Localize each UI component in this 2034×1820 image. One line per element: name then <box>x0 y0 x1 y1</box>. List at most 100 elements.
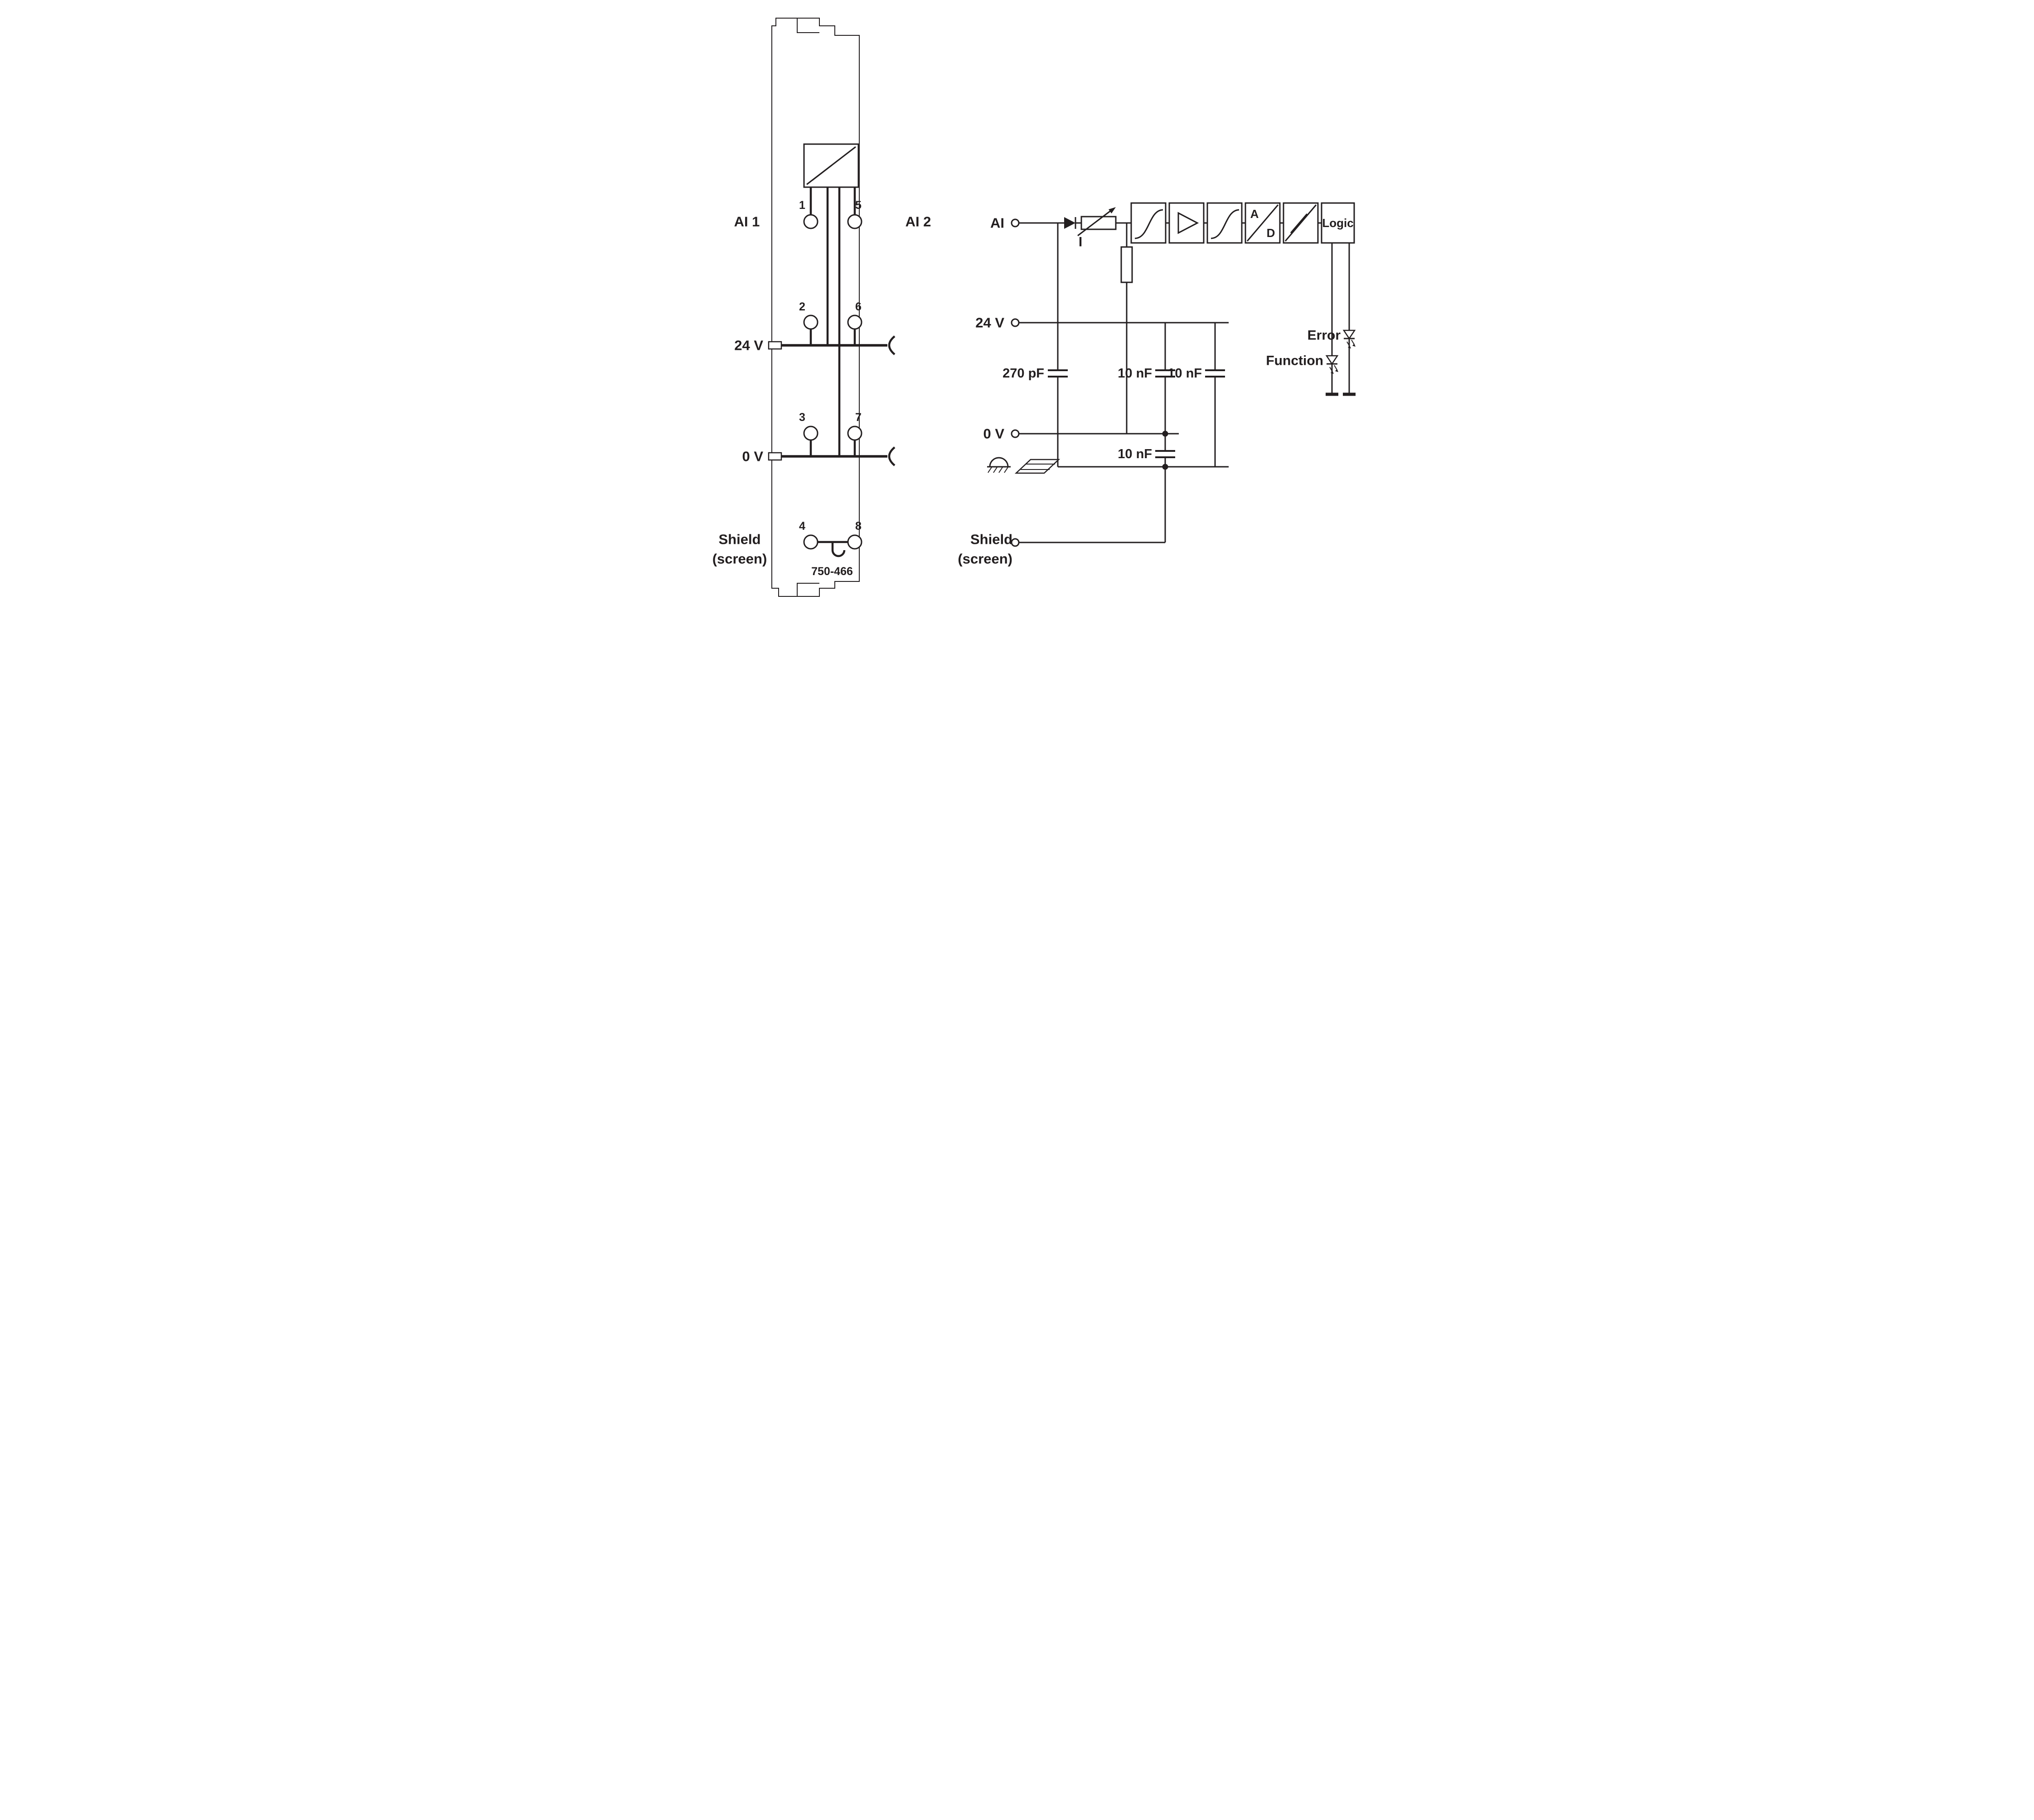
gnd-capacitor-label: 10 nF <box>1118 447 1152 461</box>
terminal-7: 7 <box>847 411 862 441</box>
logic-label: Logic <box>1322 216 1353 230</box>
logic-box-outline <box>1321 202 1355 244</box>
gnd-terminal-circle <box>1011 429 1020 438</box>
error-led-icon <box>1342 329 1356 349</box>
earth-hatch <box>993 467 998 473</box>
terminal-circle <box>847 426 862 441</box>
part-number: 750-466 <box>811 565 853 578</box>
din-rail-body <box>1014 459 1061 474</box>
led-triangle <box>1325 355 1339 365</box>
junction-dot <box>1162 431 1168 437</box>
input-terminal-circle <box>1011 218 1020 228</box>
lowpass-filter-box-2 <box>1206 202 1243 244</box>
shield-label-line1: Shield <box>970 532 1012 547</box>
channel2-label: AI 2 <box>906 214 931 230</box>
terminal-circle <box>847 214 862 229</box>
module-gnd-label: 0 V <box>742 449 763 465</box>
logic-box: Logic <box>1321 202 1355 244</box>
earth-hatch <box>988 467 992 473</box>
module-supply-label: 24 V <box>734 338 763 353</box>
terminal-circle <box>803 426 818 441</box>
led-emission-arrowhead <box>1331 371 1334 374</box>
amplifier-box <box>1168 202 1205 244</box>
module-shield-label-line1: Shield <box>718 532 760 547</box>
power-jumper-contact-icon <box>888 335 896 355</box>
led-triangle <box>1342 329 1356 340</box>
io-module: 1 5 2 6 3 7 4 8 AI 1 <box>712 18 931 597</box>
isolation-converter-icon <box>803 143 859 188</box>
earth-hatch <box>998 467 1003 473</box>
supply-terminal-circle <box>1011 318 1020 327</box>
channel1-label: AI 1 <box>734 214 760 230</box>
adc-diagonal <box>1246 204 1279 242</box>
supply-capacitor-2-icon <box>1205 369 1225 378</box>
filter-box-outline <box>1130 202 1167 244</box>
module-outline <box>771 18 860 597</box>
earth-icon <box>987 457 1011 473</box>
function-led-label: Function <box>1266 353 1323 368</box>
supply-capacitor-2-label: 10 nF <box>1167 366 1202 381</box>
supply-capacitor-1-label: 10 nF <box>1118 366 1152 381</box>
function-led-icon <box>1325 355 1339 374</box>
amplifier-triangle-icon <box>1177 212 1199 234</box>
input-label: AI <box>990 215 1004 231</box>
terminal-8: 8 <box>847 520 862 550</box>
terminal-number: 6 <box>855 300 862 313</box>
module-bottom-notch <box>797 583 819 596</box>
earth-arc <box>989 457 1009 467</box>
terminal-circle <box>803 315 818 330</box>
terminal-lug-icon <box>768 452 782 461</box>
resistor-arrow-head <box>1109 207 1116 213</box>
led-emission-arrowhead <box>1335 369 1338 372</box>
shield-hook <box>831 542 846 557</box>
led-emission-arrow <box>1346 341 1350 347</box>
filter-curve-icon <box>1134 209 1163 239</box>
resistor-arrow-line <box>1077 209 1112 237</box>
adc-letter-d: D <box>1267 226 1275 240</box>
isolation-diagonal <box>1284 204 1317 242</box>
earth-hatch <box>1004 467 1008 473</box>
terminal-number: 8 <box>855 520 862 532</box>
adc-box: A D <box>1245 202 1281 244</box>
terminal-number: 7 <box>855 411 862 424</box>
diagram-canvas: 1 5 2 6 3 7 4 8 AI 1 <box>678 0 1356 607</box>
terminal-number: 4 <box>799 520 805 532</box>
din-rail-icon <box>1014 459 1061 474</box>
filter-curve-icon <box>1211 209 1240 239</box>
led-emission-arrowhead <box>1352 344 1356 347</box>
terminal-number: 1 <box>799 199 805 212</box>
supply-label: 24 V <box>975 315 1004 331</box>
terminal-number: 3 <box>799 411 805 424</box>
isolation-diagonal-short <box>812 164 833 181</box>
lowpass-filter-box-1 <box>1130 202 1167 244</box>
terminal-number: 5 <box>855 199 862 212</box>
led-emission-arrow <box>1334 365 1337 370</box>
terminal-circle <box>847 315 862 330</box>
error-led-label: Error <box>1308 328 1341 343</box>
terminal-circle <box>803 214 818 229</box>
supply-rail-0v <box>768 446 896 466</box>
terminal-5: 5 <box>847 199 862 229</box>
gnd-capacitor-icon <box>1155 450 1175 458</box>
resistor-body <box>1080 216 1117 230</box>
shunt-resistor-icon <box>1120 246 1133 283</box>
supply-rail-24v <box>768 335 896 355</box>
input-capacitor-label: 270 pF <box>1002 366 1044 381</box>
adc-letter-a: A <box>1250 207 1259 221</box>
terminal-1: 1 <box>799 199 818 229</box>
led-emission-arrowhead <box>1348 345 1351 349</box>
junction-dot <box>1162 464 1168 470</box>
terminal-number: 2 <box>799 300 805 313</box>
led-emission-arrow <box>1351 339 1355 345</box>
terminal-6: 6 <box>847 300 862 330</box>
supply-capacitor-1-icon <box>1155 369 1175 378</box>
terminal-2: 2 <box>799 300 818 330</box>
isolation-box <box>1283 202 1319 244</box>
led-emission-arrow <box>1329 367 1333 372</box>
power-jumper-contact-icon <box>888 446 896 466</box>
input-capacitor-icon <box>1048 369 1068 378</box>
terminal-circle <box>803 534 818 550</box>
shield-jumper-icon <box>818 541 848 557</box>
module-top-notch <box>797 18 819 33</box>
wiring-diagram: 1 5 2 6 3 7 4 8 AI 1 <box>678 0 1356 607</box>
